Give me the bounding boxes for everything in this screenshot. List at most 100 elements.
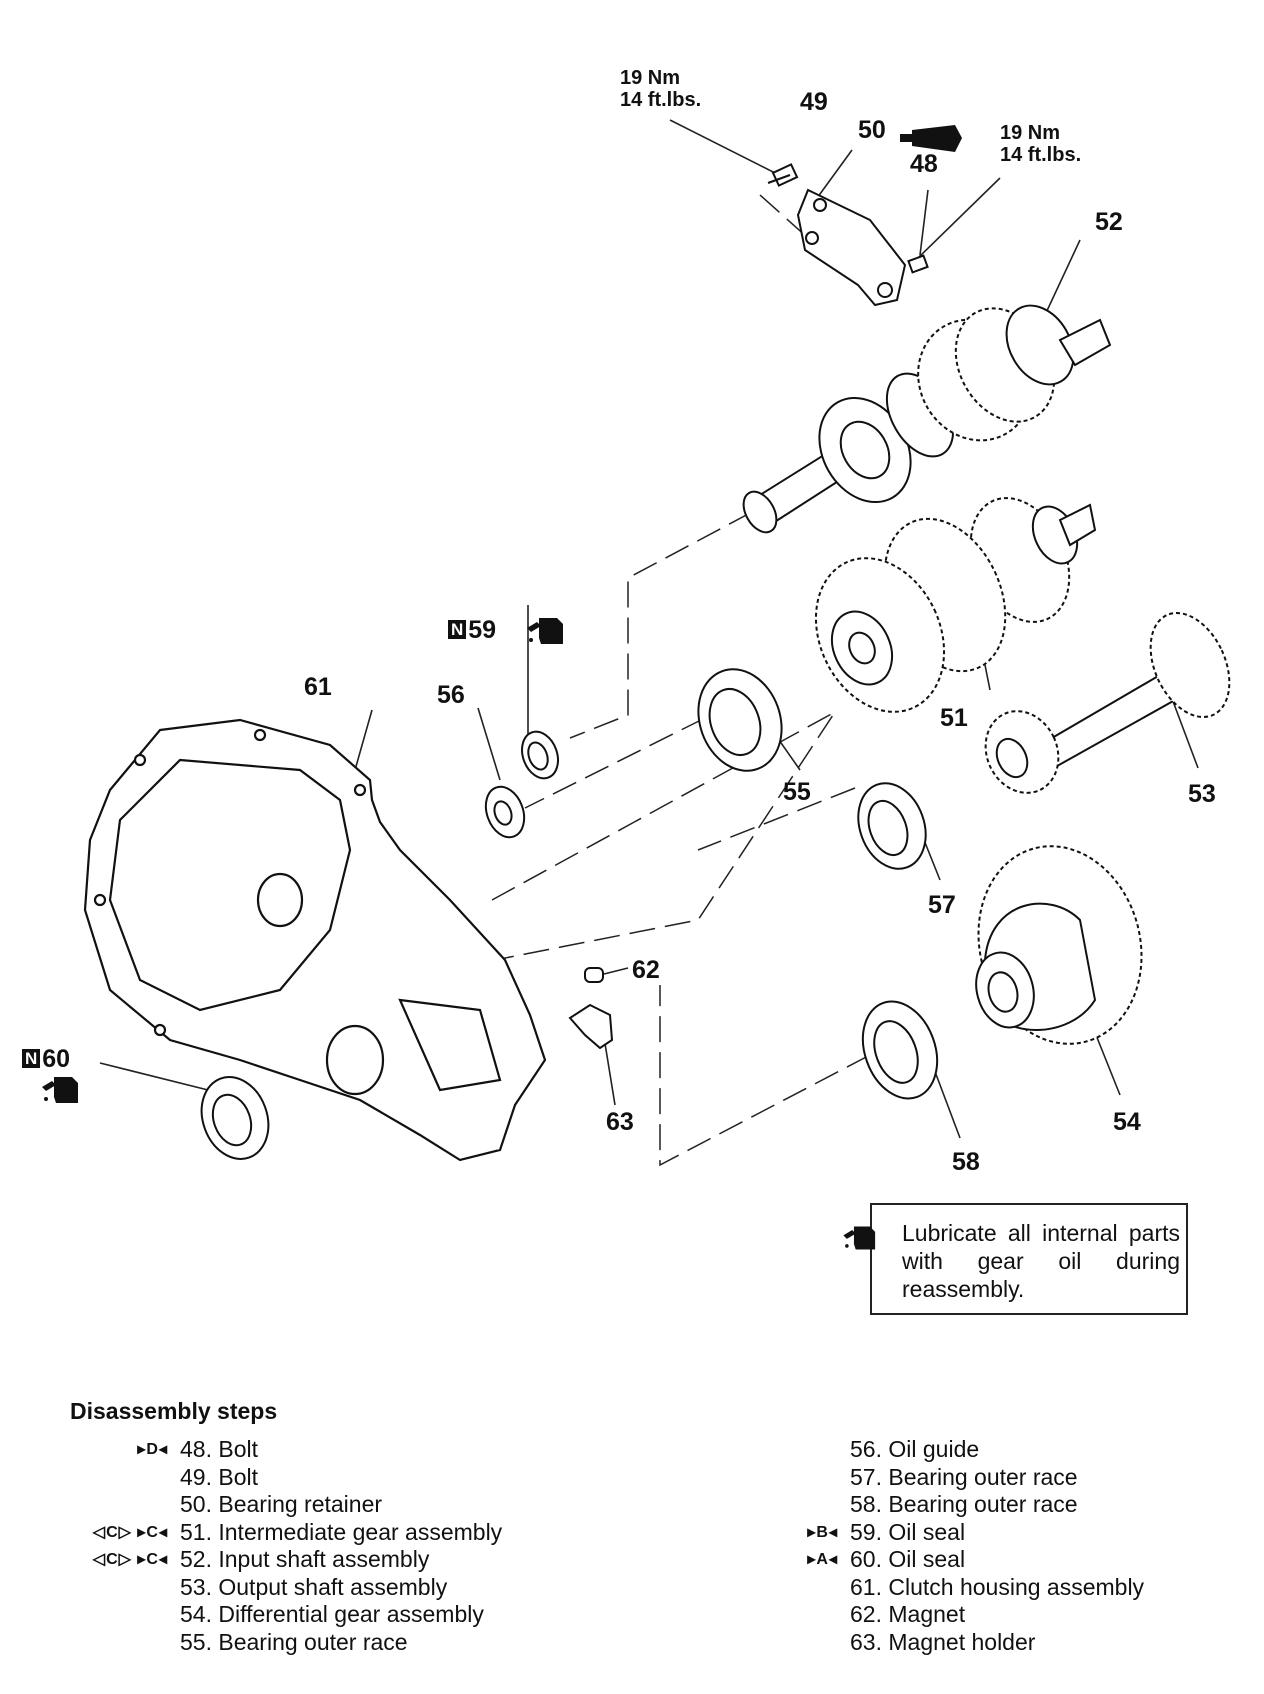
step-63: 63. Magnet holder (850, 1629, 1144, 1657)
service-marks: ▸B◂ (807, 1523, 838, 1541)
step-59: ▸B◂ 59. Oil seal (807, 1518, 1144, 1547)
service-marks: ◁C▷ ▸C◂ (92, 1523, 168, 1541)
step-text: Bolt (218, 1463, 259, 1490)
step-number: 58. (850, 1491, 882, 1517)
intermediate-gear-assembly-51 (814, 497, 1097, 713)
step-49: 49. Bolt (180, 1464, 502, 1492)
callout-51: 51 (940, 704, 968, 732)
step-number: 59. (850, 1518, 882, 1545)
lubrication-note: Lubricate all internal parts with gear o… (843, 1203, 1188, 1315)
step-number: 52. (180, 1546, 212, 1572)
step-number: 55. (180, 1628, 212, 1655)
step-text: Bearing outer race (888, 1491, 1078, 1517)
callout-54: 54 (1113, 1108, 1141, 1136)
callout-48: 48 (910, 150, 938, 178)
steps-list-right: 56. Oil guide 57. Bearing outer race 58.… (807, 1436, 1144, 1657)
callout-58: 58 (952, 1148, 980, 1176)
step-50: 50. Bearing retainer (180, 1491, 502, 1519)
new-part-badge: N (448, 620, 467, 639)
magnet-62 (584, 967, 604, 983)
step-text: Magnet holder (888, 1628, 1036, 1655)
step-number: 50. (180, 1491, 212, 1517)
callout-55: 55 (783, 778, 811, 806)
bearing-retainer-50 (796, 188, 907, 307)
input-shaft-assembly-52 (742, 304, 1112, 534)
exploded-view-diagram (42, 119, 1231, 1167)
step-48: ▸D◂ 48. Bolt (137, 1436, 502, 1464)
step-number: 61. (850, 1573, 882, 1600)
step-number: 63. (850, 1628, 882, 1655)
step-51: ◁C▷ ▸C◂ 51. Intermediate gear assembly (93, 1518, 503, 1547)
torque-nm: 19 Nm (620, 67, 681, 89)
differential-gear-assembly-54 (975, 845, 1143, 1045)
bearing-outer-race-58 (861, 1000, 939, 1100)
service-marks: ▸D◂ (137, 1441, 168, 1458)
callout-57: 57 (928, 891, 956, 919)
torque-ftlbs: 14 ft.lbs. (1000, 143, 1082, 166)
step-number: 60. (850, 1546, 882, 1572)
step-number: 48. (180, 1436, 212, 1462)
new-part-badge: N (22, 1049, 41, 1068)
bolt-49 (767, 163, 799, 187)
step-53: 53. Output shaft assembly (180, 1574, 502, 1602)
bearing-outer-race-55 (697, 668, 783, 772)
steps-list-left: ▸D◂ 48. Bolt 49. Bolt 50. Bearing retaine… (93, 1436, 503, 1657)
oil-can-icon-60 (42, 1077, 78, 1103)
callout-61: 61 (304, 673, 332, 701)
callout-56: 56 (437, 681, 465, 709)
callout-62: 62 (632, 956, 660, 984)
step-text: Intermediate gear assembly (218, 1518, 503, 1545)
callout-50: 50 (858, 116, 886, 144)
step-text: Input shaft assembly (218, 1546, 430, 1572)
step-56: 56. Oil guide (850, 1436, 1144, 1464)
callout-53: 53 (1188, 780, 1216, 808)
step-number: 62. (850, 1601, 882, 1627)
step-text: Differential gear assembly (218, 1601, 484, 1627)
step-text: Bearing retainer (218, 1491, 383, 1517)
sealant-tube-icon (900, 125, 962, 152)
torque-spec-48: 19 Nm 14 ft.lbs. (1000, 122, 1082, 166)
step-text: Bolt (218, 1436, 259, 1462)
steps-title: Disassembly steps (70, 1398, 278, 1424)
step-62: 62. Magnet (850, 1601, 1144, 1629)
step-text: Clutch housing assembly (888, 1573, 1145, 1600)
step-text: Magnet (888, 1601, 966, 1627)
output-shaft-assembly-53 (984, 612, 1231, 794)
step-52: ◁C▷ ▸C◂ 52. Input shaft assembly (93, 1546, 502, 1574)
bearing-outer-race-57 (857, 782, 927, 870)
oil-seal-59 (521, 730, 559, 780)
torque-ftlbs: 14 ft.lbs. (620, 88, 702, 111)
step-number: 57. (850, 1463, 882, 1490)
oil-can-icon (843, 1226, 876, 1250)
torque-spec-49: 19 Nm 14 ft.lbs. (620, 67, 702, 111)
step-number: 51. (180, 1518, 212, 1545)
step-text: Oil seal (888, 1546, 966, 1572)
step-text: Bearing outer race (888, 1463, 1078, 1490)
note-text: Lubricate all internal parts with gear o… (902, 1220, 1180, 1302)
step-text: Oil guide (888, 1436, 980, 1462)
callout-49: 49 (800, 88, 828, 116)
service-marks: ◁C▷ ▸C◂ (92, 1551, 168, 1568)
torque-nm: 19 Nm (1000, 122, 1061, 144)
service-marks: ▸A◂ (807, 1551, 838, 1568)
step-61: 61. Clutch housing assembly (850, 1574, 1144, 1602)
oil-seal-60 (200, 1076, 270, 1160)
bolt-48 (907, 254, 929, 274)
step-number: 49. (180, 1463, 212, 1490)
step-57: 57. Bearing outer race (850, 1464, 1144, 1492)
callout-60-number: 60 (42, 1045, 71, 1073)
oil-guide-56 (484, 785, 526, 839)
step-number: 53. (180, 1573, 212, 1600)
step-text: Output shaft assembly (218, 1573, 448, 1600)
step-number: 54. (180, 1601, 212, 1627)
step-number: 56. (850, 1436, 882, 1462)
step-54: 54. Differential gear assembly (180, 1601, 502, 1629)
step-58: 58. Bearing outer race (850, 1491, 1144, 1519)
step-55: 55. Bearing outer race (180, 1629, 502, 1657)
callout-59-number: 59 (468, 616, 497, 644)
step-60: ▸A◂ 60. Oil seal (807, 1546, 1144, 1574)
step-text: Oil seal (888, 1518, 966, 1545)
magnet-holder-63 (568, 1003, 614, 1050)
